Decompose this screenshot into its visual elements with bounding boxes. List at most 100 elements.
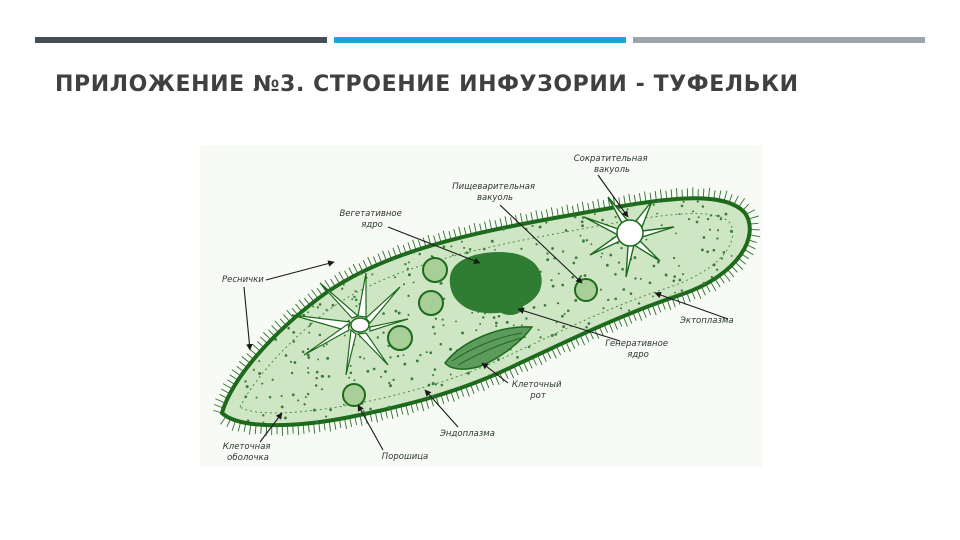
granule bbox=[442, 324, 445, 327]
granule bbox=[585, 239, 589, 242]
granule bbox=[306, 347, 310, 351]
label-generative-nucleus: Генеративное ядро bbox=[605, 339, 671, 360]
granule bbox=[341, 287, 344, 290]
granule bbox=[627, 309, 631, 312]
granule bbox=[582, 239, 585, 242]
granule bbox=[672, 256, 676, 260]
granule bbox=[571, 275, 575, 279]
granule bbox=[380, 375, 382, 378]
granule bbox=[314, 384, 318, 387]
granule bbox=[325, 415, 328, 418]
granule bbox=[412, 281, 415, 284]
cilium bbox=[644, 191, 647, 203]
granule bbox=[490, 239, 494, 243]
granule bbox=[495, 321, 498, 325]
granule bbox=[325, 343, 328, 346]
slide-title: ПРИЛОЖЕНИЕ №3. СТРОЕНИЕ ИНФУЗОРИИ - ТУФЕ… bbox=[55, 72, 799, 97]
granule bbox=[425, 351, 428, 354]
granule bbox=[527, 345, 531, 349]
granule bbox=[268, 395, 272, 399]
granule bbox=[397, 311, 401, 315]
granule bbox=[546, 252, 549, 255]
granule bbox=[678, 278, 682, 282]
granule bbox=[303, 403, 306, 406]
granule bbox=[600, 256, 603, 258]
granule bbox=[652, 264, 656, 268]
granule bbox=[287, 326, 290, 330]
granule bbox=[402, 354, 405, 357]
granule bbox=[449, 347, 453, 351]
granule bbox=[531, 224, 534, 228]
granule bbox=[580, 220, 584, 224]
granule bbox=[355, 305, 358, 308]
granule bbox=[674, 291, 676, 294]
granule bbox=[403, 362, 407, 366]
granule bbox=[564, 229, 568, 232]
granule bbox=[326, 356, 330, 360]
granule bbox=[606, 298, 610, 302]
granule bbox=[252, 368, 255, 371]
granule bbox=[630, 204, 633, 208]
granule bbox=[343, 334, 346, 337]
granule bbox=[561, 314, 564, 318]
granule bbox=[601, 252, 604, 255]
granule bbox=[419, 353, 422, 357]
granule bbox=[626, 208, 629, 211]
granule bbox=[442, 245, 446, 249]
granule bbox=[284, 416, 287, 420]
granule bbox=[312, 408, 316, 412]
label-ectoplasm: Эктоплазма bbox=[679, 316, 734, 326]
granule bbox=[551, 247, 554, 250]
label-anal-pore: Порошица bbox=[382, 452, 428, 462]
granule bbox=[308, 331, 311, 334]
granule bbox=[535, 243, 538, 246]
granule bbox=[678, 213, 681, 216]
granule bbox=[556, 302, 560, 305]
granule bbox=[620, 246, 623, 250]
granule bbox=[392, 257, 395, 261]
granule bbox=[585, 326, 588, 329]
granule bbox=[497, 314, 501, 318]
granule bbox=[712, 248, 716, 252]
granule bbox=[353, 295, 356, 299]
granule bbox=[274, 338, 278, 341]
granule bbox=[716, 237, 719, 240]
granule bbox=[614, 215, 617, 219]
granule bbox=[245, 385, 249, 389]
header-bar-gray bbox=[633, 37, 925, 43]
granule bbox=[349, 371, 353, 375]
granule bbox=[605, 263, 609, 267]
granule bbox=[551, 284, 555, 288]
granule bbox=[321, 375, 325, 378]
granule bbox=[244, 380, 247, 383]
granule bbox=[306, 392, 310, 396]
granule bbox=[271, 378, 274, 381]
granule bbox=[317, 358, 319, 361]
granule bbox=[652, 295, 654, 298]
granule bbox=[318, 333, 322, 337]
granule bbox=[441, 318, 444, 321]
granule bbox=[331, 303, 335, 307]
granule bbox=[730, 254, 733, 257]
granule bbox=[722, 250, 726, 254]
granule bbox=[369, 407, 372, 411]
granule bbox=[561, 283, 565, 287]
granule bbox=[372, 367, 376, 371]
granule bbox=[466, 371, 470, 375]
granule bbox=[620, 307, 623, 310]
granule bbox=[563, 312, 566, 316]
granule bbox=[572, 261, 576, 265]
granule bbox=[349, 364, 352, 367]
granule bbox=[488, 374, 491, 377]
granule bbox=[543, 304, 547, 307]
granule bbox=[645, 238, 648, 241]
granule bbox=[354, 290, 357, 293]
granule bbox=[716, 229, 720, 232]
granule bbox=[363, 357, 366, 360]
granule bbox=[593, 213, 596, 216]
granule bbox=[656, 200, 660, 203]
granule bbox=[410, 377, 414, 381]
granule bbox=[407, 294, 410, 298]
granule bbox=[637, 302, 641, 305]
granule bbox=[388, 384, 392, 388]
